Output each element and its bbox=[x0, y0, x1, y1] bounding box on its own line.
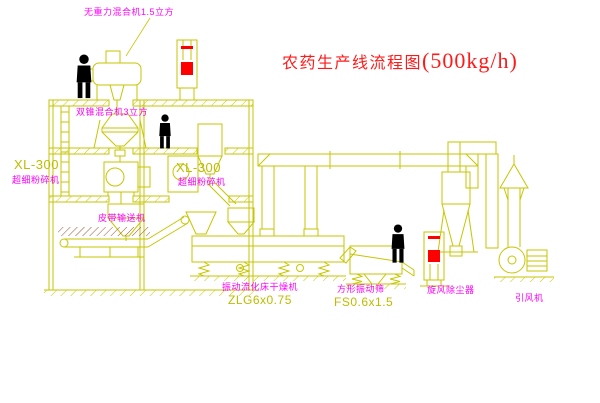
double-cone-mixer bbox=[93, 113, 147, 162]
label-dryer-model: ZLG6x0.75 bbox=[228, 293, 292, 307]
ground-line-left bbox=[44, 289, 258, 296]
belt-conveyor bbox=[59, 215, 190, 258]
bucket-elevator-2 bbox=[420, 231, 450, 287]
label-belt-conveyor: 皮带输送机 bbox=[98, 213, 146, 223]
person-figure-1 bbox=[76, 54, 92, 99]
exhaust-stack bbox=[499, 155, 529, 247]
diagram-title-text: 农药生产线流程图 bbox=[282, 55, 423, 72]
cyclone bbox=[434, 171, 478, 257]
cyclone-outlet-duct bbox=[447, 141, 499, 249]
red-strip-icon bbox=[181, 46, 193, 49]
label-fan: 引风机 bbox=[515, 293, 544, 303]
exhaust-duct bbox=[257, 151, 479, 230]
label-pulverizer-center-model: XL-300 bbox=[176, 160, 221, 175]
dryer-feed-hoppers bbox=[185, 207, 256, 235]
leader-line bbox=[125, 17, 151, 57]
label-gravity-mixer: 无重力混合机1.5立方 bbox=[84, 7, 175, 17]
label-screen-name: 方形振动筛 bbox=[337, 284, 385, 294]
label-dryer-name: 振动流化床干燥机 bbox=[222, 282, 299, 292]
person-figure-3 bbox=[391, 224, 405, 263]
induced-draft-fan bbox=[494, 246, 554, 282]
label-double-cone-mixer: 双锥混合机3立方 bbox=[76, 107, 149, 117]
diagram-title: 农药生产线流程图(500kg/h) bbox=[282, 48, 518, 74]
label-screen-model: FS0.6x1.5 bbox=[334, 295, 394, 309]
label-pulverizer-center-name: 超细粉碎机 bbox=[178, 177, 226, 187]
pulverizer-left-machine bbox=[103, 161, 151, 204]
label-cyclone: 旋风除尘器 bbox=[427, 285, 475, 295]
label-pulverizer-left-name: 超细粉碎机 bbox=[12, 175, 60, 185]
floor-slabs bbox=[48, 99, 254, 203]
bucket-elevator-1 bbox=[176, 39, 198, 100]
fluid-bed-dryer bbox=[190, 228, 346, 281]
conveyor-foundation-hatch bbox=[58, 227, 150, 236]
red-emblem-icon bbox=[428, 250, 440, 262]
building-frame bbox=[48, 100, 254, 290]
red-strip-icon bbox=[428, 236, 440, 239]
person-figure-2 bbox=[159, 114, 171, 149]
red-emblem-icon bbox=[181, 62, 193, 75]
ladder bbox=[60, 106, 70, 196]
rain-cap-icon bbox=[499, 163, 529, 189]
diagram-title-capacity: (500kg/h) bbox=[422, 48, 518, 73]
pulverizer-center-machine bbox=[167, 123, 237, 207]
label-pulverizer-left-model: XL-300 bbox=[14, 157, 59, 172]
